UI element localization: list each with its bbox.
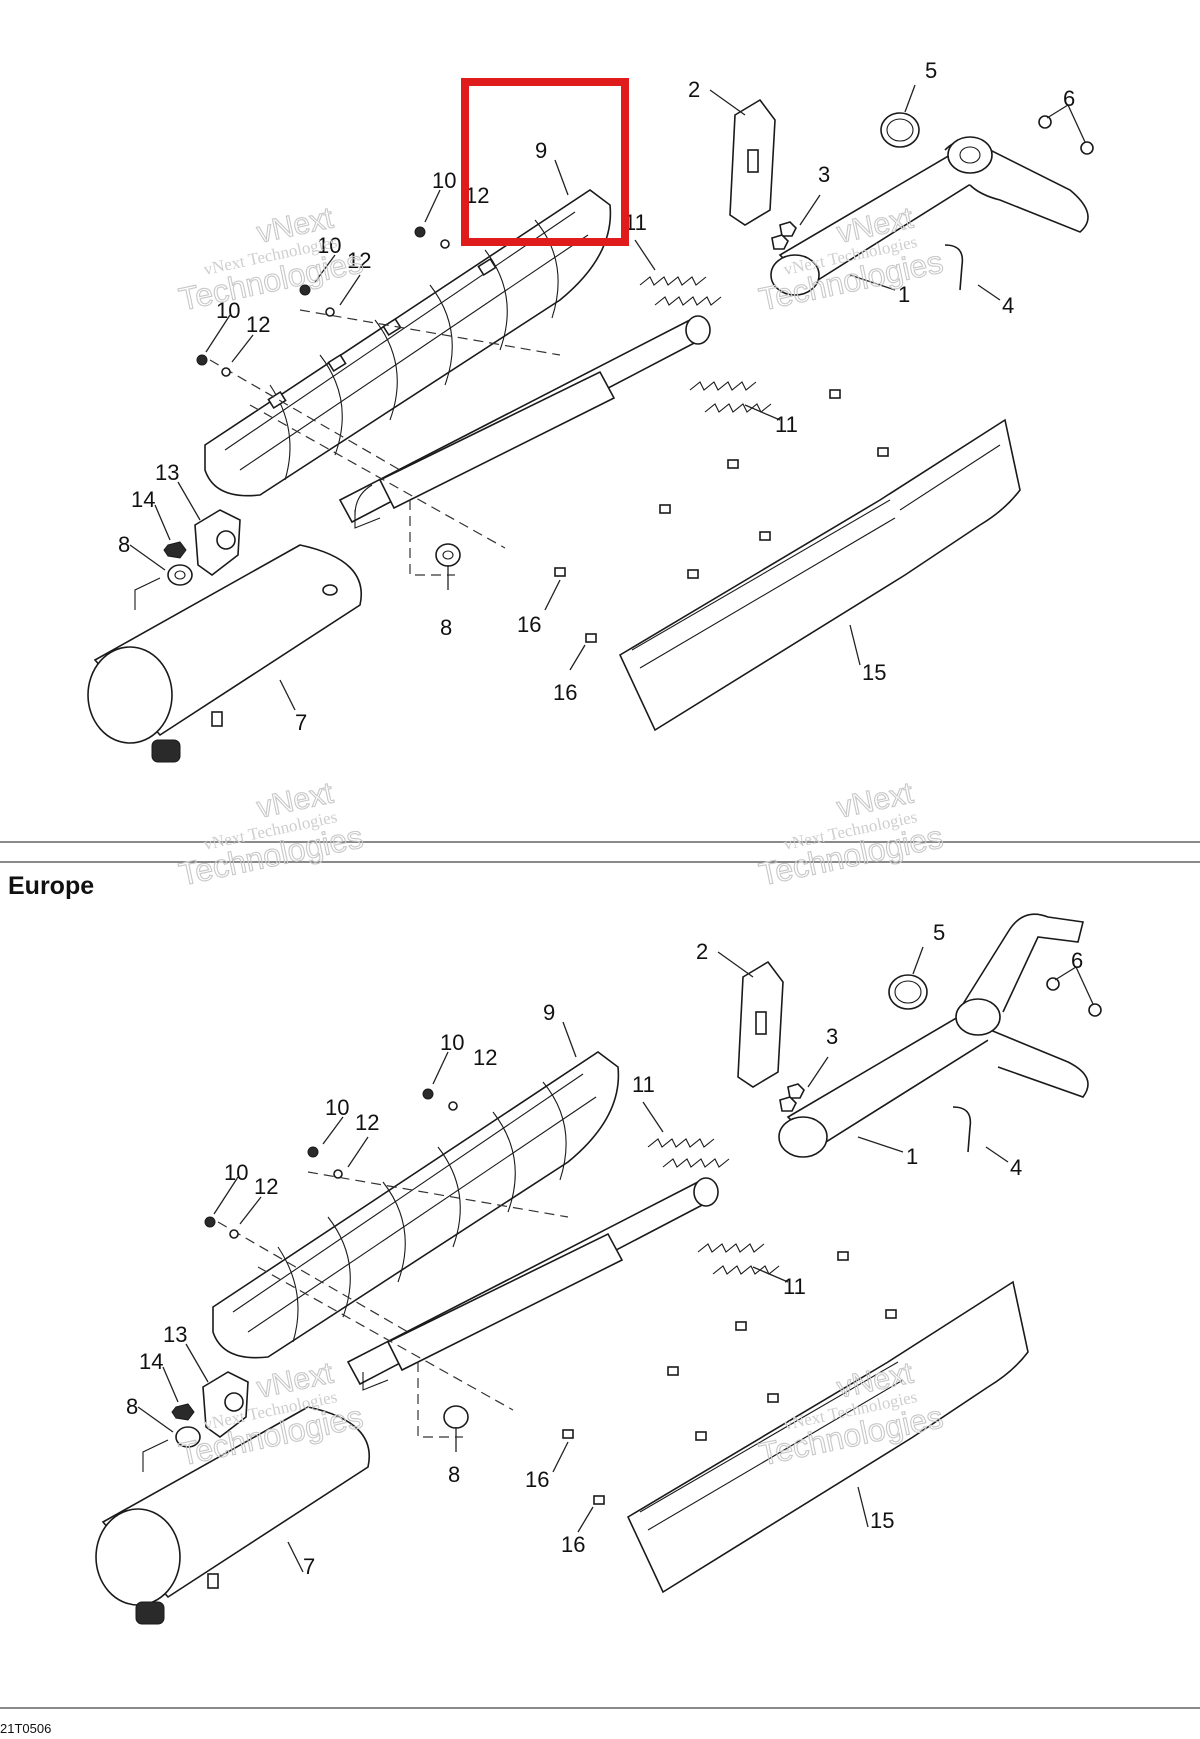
bracket-part-2 [737, 960, 784, 1088]
callout-16: 16 [517, 612, 541, 637]
callout-1: 1 [898, 282, 910, 307]
watermark-middle-left: vNext vNext Technologies Technologies [175, 776, 366, 893]
callout-16: 16 [525, 1467, 549, 1492]
callout-10: 10 [317, 233, 341, 258]
bracket-part-2 [729, 98, 776, 226]
watermark-top-left: vNext vNext Technologies Technologies [175, 201, 366, 318]
callout-12: 12 [355, 1110, 379, 1135]
callout-8: 8 [448, 1462, 460, 1487]
muffler-part-7 [87, 510, 381, 763]
callout-5: 5 [933, 920, 945, 945]
top-assembly-view: 9 10 12 10 12 10 12 11 11 13 14 8 8 16 1… [87, 58, 1094, 763]
bracket-part-13 [202, 1371, 249, 1438]
bolts-part-3 [779, 1083, 805, 1112]
highlight-box-part-9 [461, 78, 629, 246]
callout-10: 10 [325, 1095, 349, 1120]
callout-14: 14 [139, 1349, 163, 1374]
callout-11: 11 [775, 412, 798, 437]
nut-part-14 [163, 541, 187, 559]
springs-part-11 [647, 1138, 780, 1275]
callout-5: 5 [925, 58, 937, 83]
hose-part-4 [944, 244, 964, 291]
callout-11: 11 [632, 1072, 655, 1097]
exhaust-pipe-bottom [346, 1177, 719, 1386]
callout-8: 8 [440, 615, 452, 640]
bottom-assembly-view-europe: 9 10 12 10 12 10 12 11 11 13 14 8 8 16 1… [95, 913, 1102, 1625]
grommet-part-8 [167, 543, 461, 586]
gasket-part-5 [888, 974, 928, 1010]
bolts-part-3 [771, 221, 797, 250]
callout-3: 3 [826, 1024, 838, 1049]
callout-11: 11 [624, 210, 647, 235]
callout-8: 8 [126, 1394, 138, 1419]
callout-13: 13 [163, 1322, 187, 1347]
callout-14: 14 [131, 487, 155, 512]
callout-12: 12 [473, 1045, 497, 1070]
callout-15: 15 [862, 660, 886, 685]
callout-8: 8 [118, 532, 130, 557]
callout-2: 2 [696, 939, 708, 964]
muffler-part-7 [95, 1372, 389, 1625]
callout-2: 2 [688, 77, 700, 102]
skid-plate-part-15 [626, 1280, 1029, 1594]
callout-12: 12 [347, 248, 371, 273]
callout-6: 6 [1071, 948, 1083, 973]
callout-1: 1 [906, 1144, 918, 1169]
springs-part-11 [639, 276, 772, 413]
callout-3: 3 [818, 162, 830, 187]
callout-10: 10 [224, 1160, 248, 1185]
skid-plate-part-15 [618, 418, 1021, 732]
tail-pipe-part-1 [778, 913, 1089, 1158]
callout-10: 10 [216, 298, 240, 323]
heat-shield-part-9 [204, 189, 612, 497]
region-label: Europe [8, 872, 94, 900]
callout-4: 4 [1010, 1155, 1022, 1180]
callout-13: 13 [155, 460, 179, 485]
hose-part-4 [952, 1106, 972, 1153]
watermark-middle-right: vNext vNext Technologies Technologies [755, 776, 946, 893]
callout-12: 12 [465, 183, 489, 208]
callout-9: 9 [535, 138, 547, 163]
callout-4: 4 [1002, 293, 1014, 318]
callout-16: 16 [553, 680, 577, 705]
callout-10: 10 [432, 168, 456, 193]
callout-9: 9 [543, 1000, 555, 1025]
callout-12: 12 [254, 1174, 278, 1199]
callout-6: 6 [1063, 86, 1075, 111]
diagram-reference-code: 21T0506 [0, 1721, 51, 1736]
callout-15: 15 [870, 1508, 894, 1533]
callout-12: 12 [246, 312, 270, 337]
callout-16: 16 [561, 1532, 585, 1557]
nut-part-14 [171, 1403, 195, 1421]
bolts-washers-10-12 [196, 226, 450, 377]
grommet-part-8 [175, 1405, 469, 1448]
tail-pipe-part-1 [770, 136, 1089, 296]
clips-part-16 [562, 1251, 897, 1505]
callout-7: 7 [295, 710, 307, 735]
callout-11: 11 [783, 1274, 806, 1299]
bracket-part-13 [194, 509, 241, 576]
callout-10: 10 [440, 1030, 464, 1055]
bolts-washers-10-12 [204, 1088, 458, 1239]
gasket-part-5 [880, 112, 920, 148]
callout-7: 7 [303, 1554, 315, 1579]
clips-part-16 [554, 389, 889, 643]
exhaust-pipe-top [338, 315, 711, 524]
heat-shield-part-9 [212, 1051, 620, 1359]
